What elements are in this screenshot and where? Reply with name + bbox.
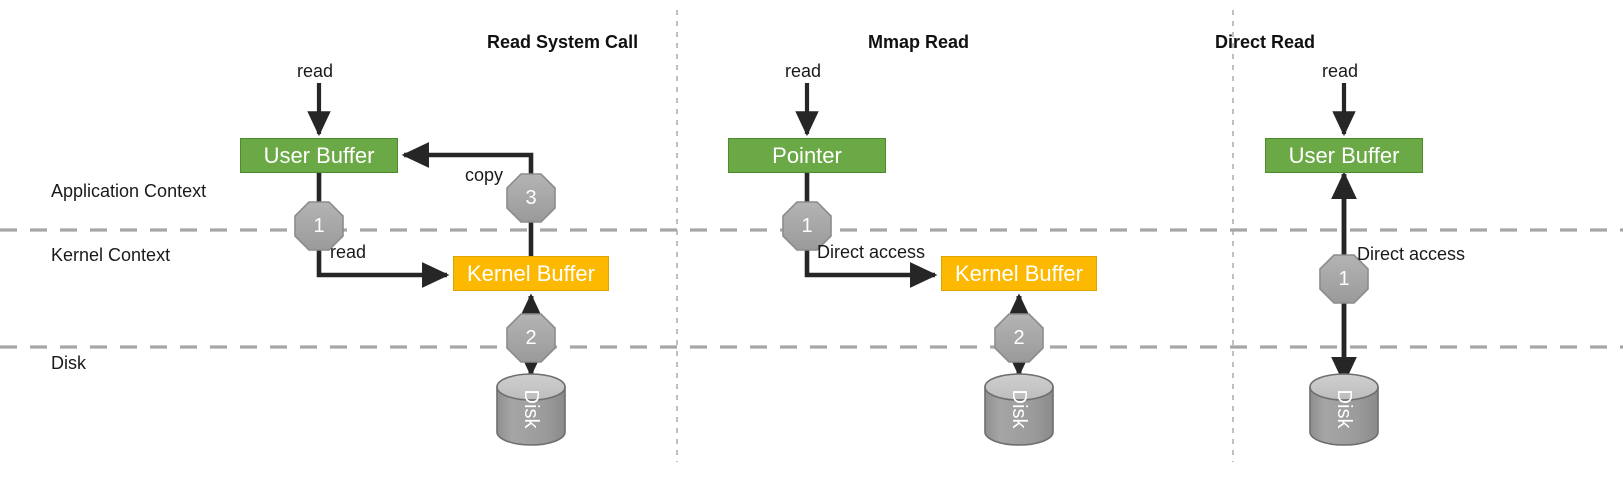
step-badge-label-2-p1: 2 bbox=[525, 327, 537, 349]
node-kernel-buffer-p1[interactable]: Kernel Buffer bbox=[453, 256, 609, 291]
node-label: Kernel Buffer bbox=[466, 260, 595, 286]
step-badge-label-1-p2: 1 bbox=[801, 215, 813, 237]
disk-label-p3: Disk bbox=[1333, 389, 1355, 429]
disk-label-p1: Disk bbox=[520, 389, 542, 429]
node-label: Kernel Buffer bbox=[954, 260, 1083, 286]
edge-label-kernel-to-user-p1: copy bbox=[465, 165, 504, 185]
node-label: User Buffer bbox=[1288, 142, 1400, 168]
zone-label-disk: Disk bbox=[51, 353, 86, 373]
edge-label-user-to-kernel-p1: read bbox=[330, 242, 367, 262]
step-badge-label-2-p2: 2 bbox=[1013, 327, 1025, 349]
panel-title-direct-read: Direct Read bbox=[1215, 32, 1316, 52]
panel-title-read-system-call: Read System Call bbox=[487, 32, 639, 52]
zone-label-application-context: Application Context bbox=[51, 181, 207, 201]
edge-label-entry-read-p2: read bbox=[785, 61, 822, 81]
node-kernel-buffer-p2[interactable]: Kernel Buffer bbox=[941, 256, 1097, 291]
edge-label-entry-read-p1: read bbox=[297, 61, 334, 81]
disk-label-p2: Disk bbox=[1008, 389, 1030, 429]
node-label: Pointer bbox=[772, 142, 842, 168]
node-user-buffer-p1[interactable]: User Buffer bbox=[240, 138, 398, 173]
panel-title-mmap-read: Mmap Read bbox=[868, 32, 970, 52]
node-pointer-p2[interactable]: Pointer bbox=[728, 138, 886, 173]
edge-label-pointer-to-kernel-p2: Direct access bbox=[817, 242, 926, 262]
node-user-buffer-p3[interactable]: User Buffer bbox=[1265, 138, 1423, 173]
edge-label-user-disk-p3: Direct access bbox=[1357, 244, 1466, 264]
step-badge-label-1-p3: 1 bbox=[1338, 268, 1350, 290]
edge-label-entry-read-p3: read bbox=[1322, 61, 1359, 81]
step-badge-label-3-p1: 3 bbox=[525, 187, 537, 209]
node-label: User Buffer bbox=[263, 142, 375, 168]
zone-label-kernel-context: Kernel Context bbox=[51, 245, 171, 265]
step-badge-label-1-p1: 1 bbox=[313, 215, 325, 237]
